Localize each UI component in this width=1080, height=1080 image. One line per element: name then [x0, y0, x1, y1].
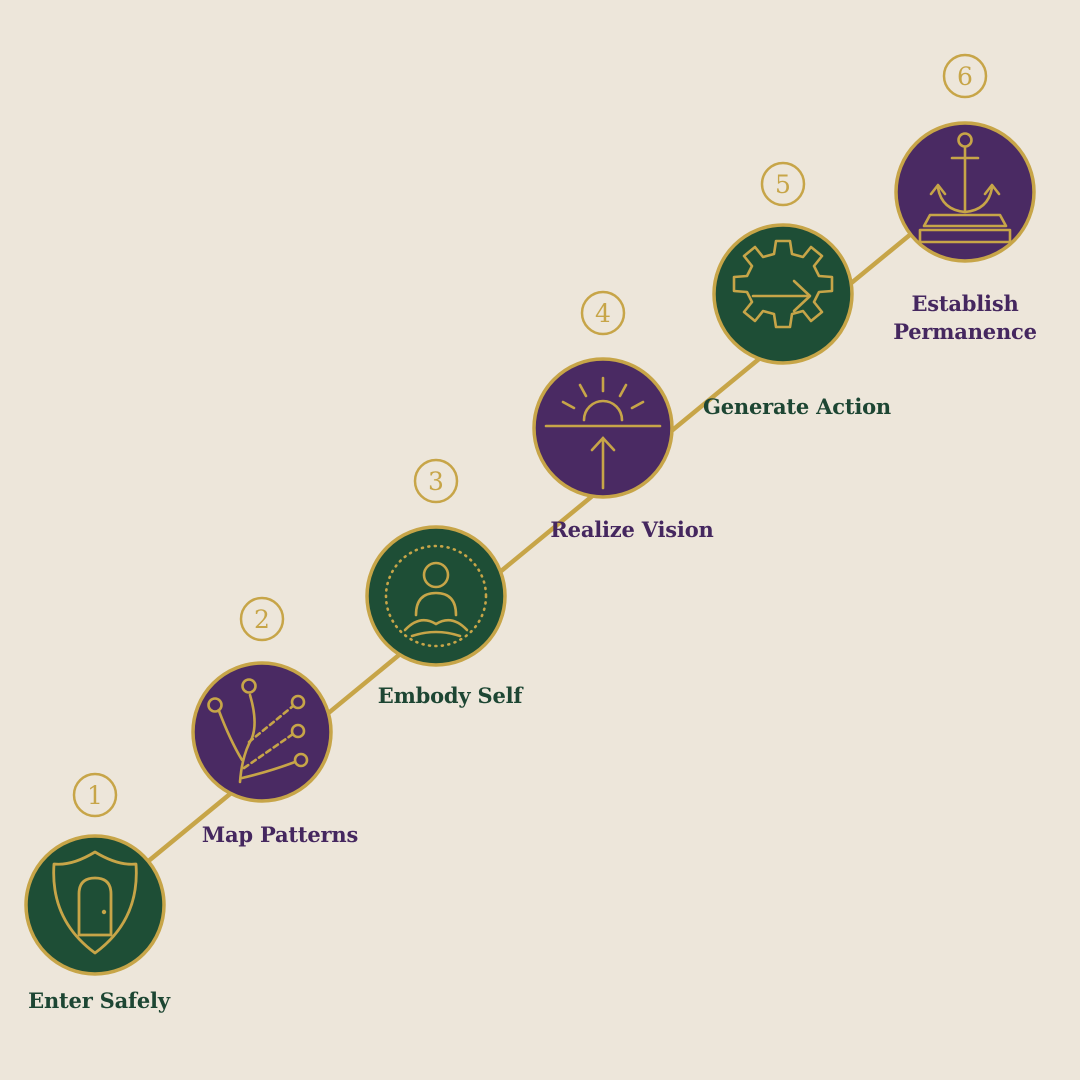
step-number: 5: [775, 170, 791, 199]
step-number-badge: [72, 772, 118, 818]
step-label: Realize Vision: [550, 517, 714, 542]
step-number: 3: [428, 467, 444, 496]
step-label: Generate Action: [703, 394, 891, 419]
anchor-icon: [918, 132, 1012, 244]
step-number: 4: [595, 299, 611, 328]
step-label: Enter Safely: [28, 988, 170, 1013]
shield-door-icon: [52, 850, 138, 955]
step-4: 4: [532, 290, 674, 499]
step-5: 5: [712, 161, 854, 365]
step-circle: [365, 525, 507, 667]
branching-paths-icon: [207, 678, 309, 784]
step-2: 2: [191, 596, 333, 803]
step-label: Map Patterns: [201, 822, 359, 847]
step-circle: [712, 223, 854, 365]
meditating-person-icon: [384, 544, 488, 648]
sunrise-arrow-icon: [544, 376, 662, 490]
step-number: 2: [254, 605, 270, 634]
step-label: Embody Self: [377, 683, 523, 708]
step-number-badge: [413, 458, 459, 504]
step-number: 6: [957, 62, 973, 91]
gear-arrow-icon: [732, 239, 834, 329]
step-circle: [24, 834, 166, 976]
step-3: 3: [365, 458, 507, 667]
step-number-badge: [580, 290, 626, 336]
step-number-badge: [239, 596, 285, 642]
step-number-badge: [942, 53, 988, 99]
step-number-badge: [760, 161, 806, 207]
step-circle: [532, 357, 674, 499]
step-1: 1: [24, 772, 166, 976]
step-number: 1: [87, 781, 103, 810]
step-6: 6: [894, 53, 1036, 263]
step-label: Establish Permanence: [893, 291, 1037, 344]
